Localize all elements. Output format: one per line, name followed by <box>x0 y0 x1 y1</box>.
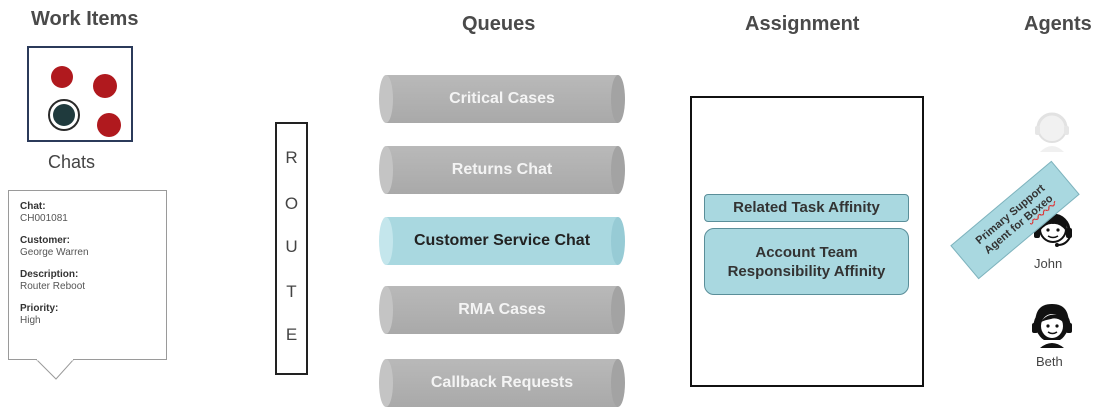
detail-chat: Chat: CH001081 <box>20 201 166 225</box>
detail-value: CH001081 <box>20 213 68 224</box>
selected-chat-dot-icon <box>53 104 75 126</box>
queue-rma-cases: RMA Cases <box>379 286 625 334</box>
queue-label: RMA Cases <box>458 301 546 318</box>
chats-label: Chats <box>48 152 96 172</box>
queue-label: Returns Chat <box>451 161 553 178</box>
detail-description: Description: Router Reboot <box>20 269 166 293</box>
selected-chat-ring-icon <box>48 99 80 131</box>
chat-dot-icon <box>93 74 117 98</box>
callout-pointer-icon <box>36 359 75 380</box>
queue-critical-cases: Critical Cases <box>379 75 625 123</box>
queue-returns-chat: Returns Chat <box>379 146 625 194</box>
beth-agent-icon <box>1032 304 1072 348</box>
detail-customer: Customer: George Warren <box>20 235 166 259</box>
queue-label: Customer Service Chat <box>413 232 591 249</box>
route-box: R O U T E <box>275 122 308 375</box>
detail-priority: Priority: High <box>20 303 166 327</box>
chat-details-callout: Chat: CH001081 Customer: George Warren D… <box>8 190 167 360</box>
related-task-affinity: Related Task Affinity <box>704 194 909 222</box>
assignment-box: Related Task Affinity Account Team Respo… <box>690 96 924 387</box>
detail-value: George Warren <box>20 247 89 258</box>
agent-name-john: John <box>1034 256 1063 271</box>
route-letter: O <box>284 194 299 213</box>
chat-dot-icon <box>51 66 73 88</box>
detail-label: Chat: <box>20 201 46 212</box>
queue-customer-service-chat: Customer Service Chat <box>379 217 625 265</box>
route-letter: R <box>285 148 298 167</box>
agent-name-beth: Beth <box>1036 354 1063 369</box>
route-letter: E <box>285 325 298 344</box>
queue-label: Callback Requests <box>430 374 574 391</box>
faded-agent-icon <box>1035 112 1069 152</box>
chat-items-box <box>27 46 133 142</box>
queue-label: Critical Cases <box>449 90 555 107</box>
detail-label: Priority: <box>20 303 59 314</box>
agents-heading: Agents <box>1024 13 1092 35</box>
account-team-responsibility-affinity: Account Team Responsibility Affinity <box>704 228 909 295</box>
detail-label: Customer: <box>20 235 71 246</box>
detail-value: High <box>20 315 41 326</box>
queue-callback-requests: Callback Requests <box>379 359 625 407</box>
detail-label: Description: <box>20 269 79 280</box>
route-letter: U <box>285 237 298 256</box>
assignment-heading: Assignment <box>745 13 860 35</box>
queues-heading: Queues <box>462 13 536 35</box>
work-items-heading: Work Items <box>31 8 139 30</box>
chat-dot-icon <box>97 113 121 137</box>
detail-value: Router Reboot <box>20 281 86 292</box>
route-letter: T <box>286 282 297 301</box>
